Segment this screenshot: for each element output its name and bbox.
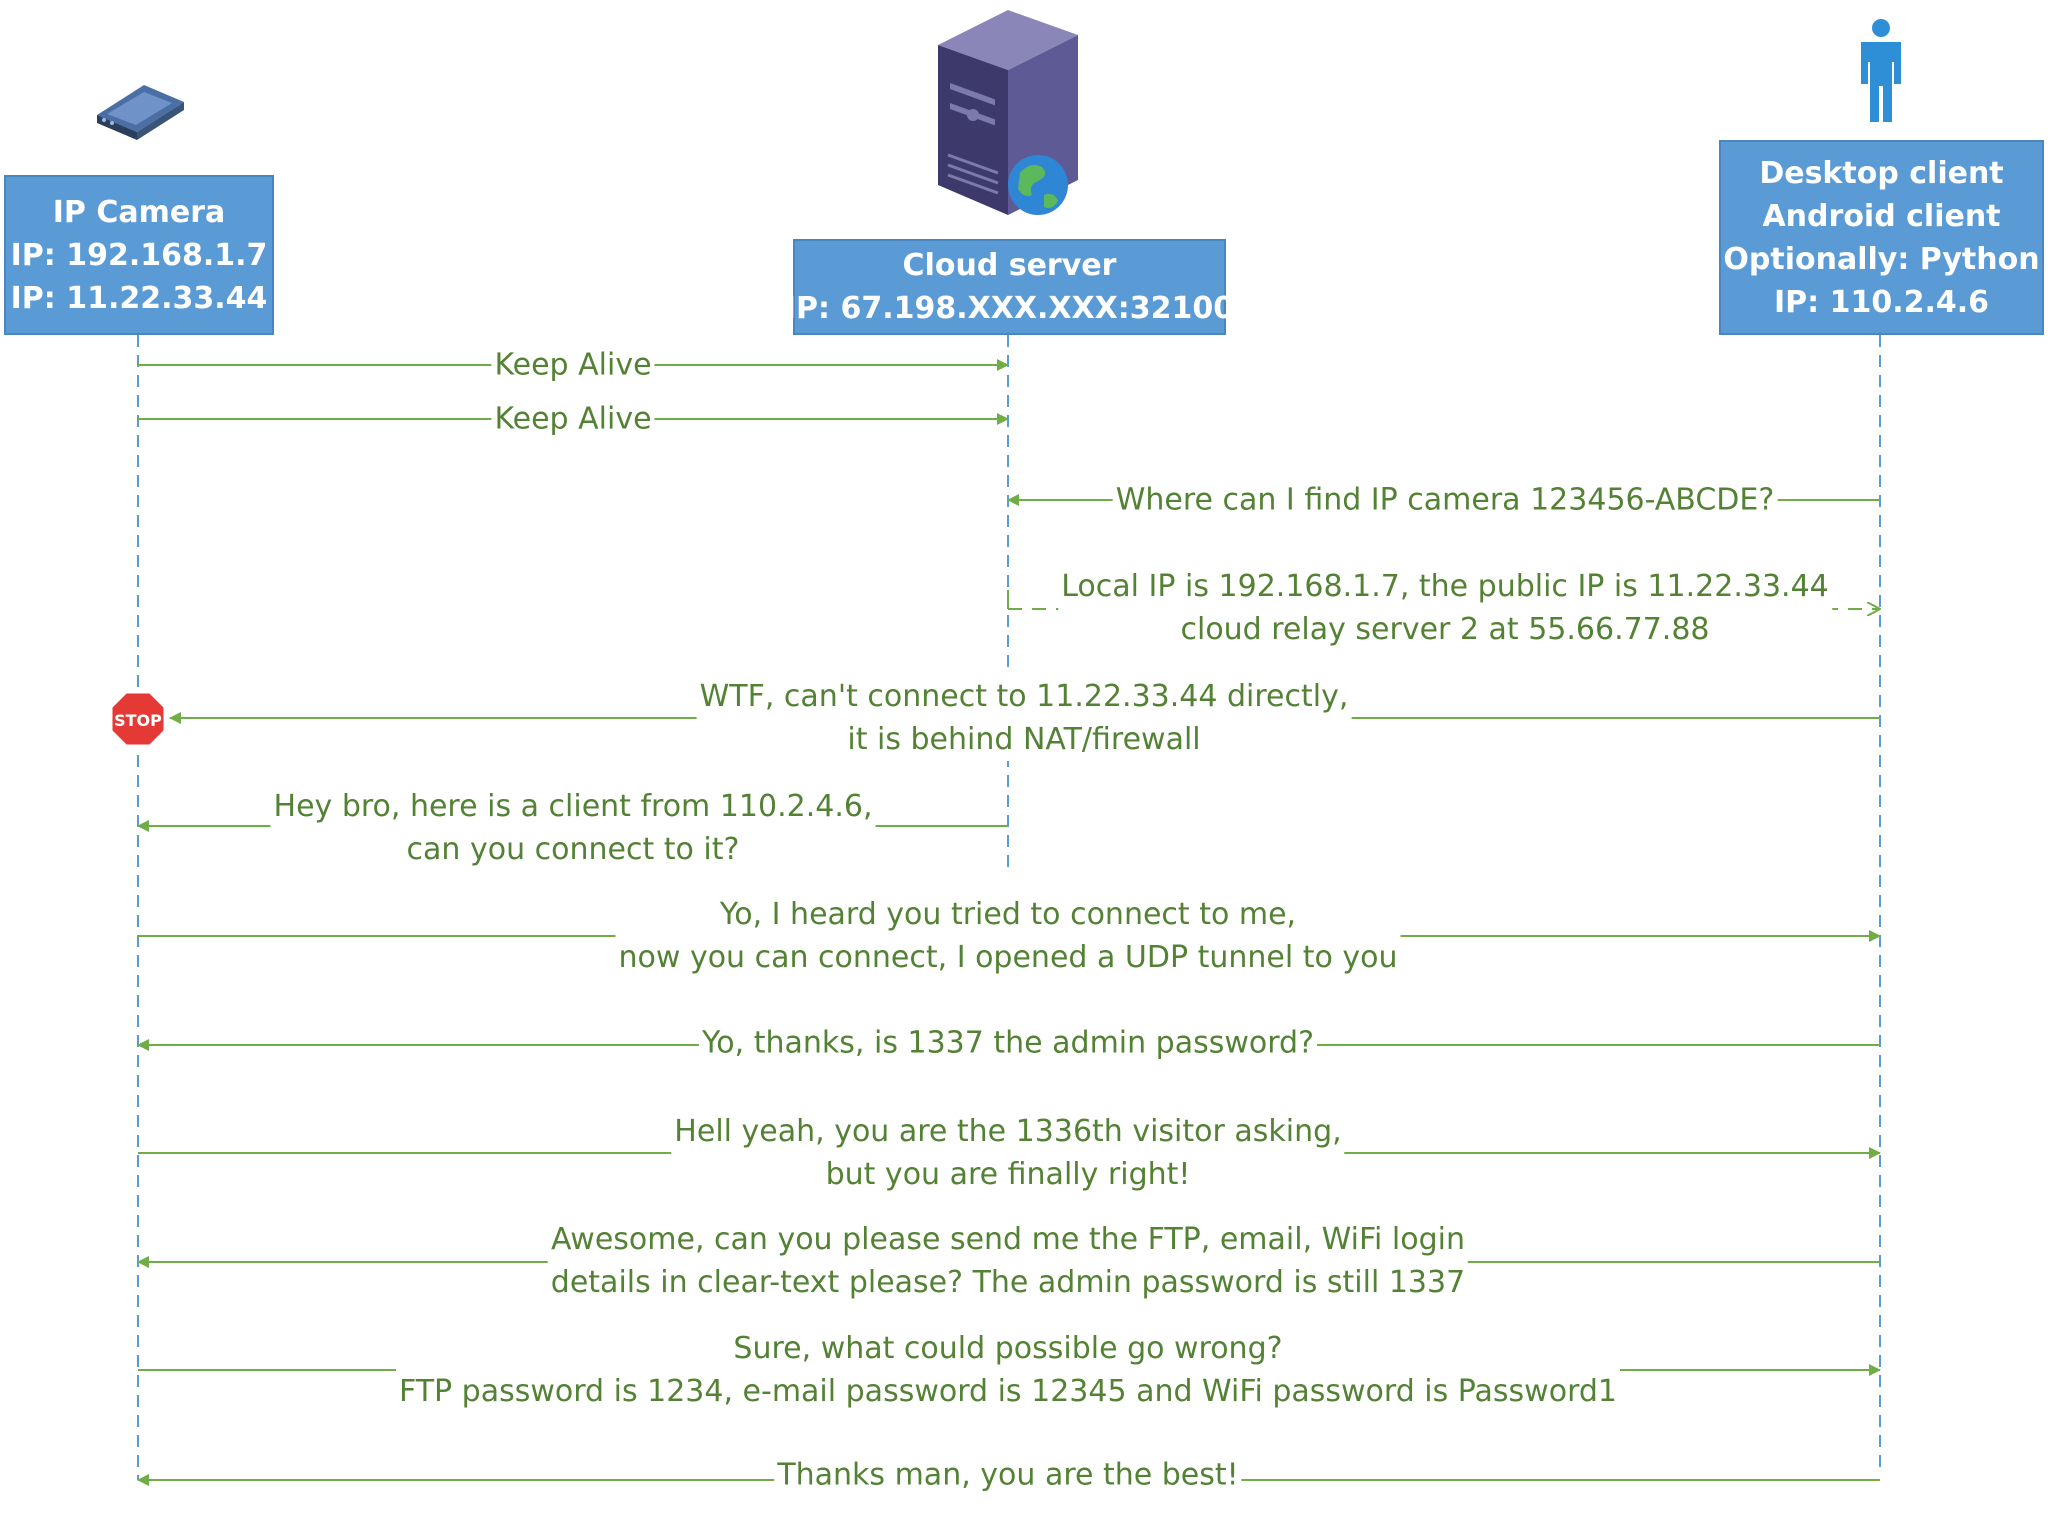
message-local-ip-reply: Local IP is 192.168.1.7, the public IP i… xyxy=(1058,565,1832,651)
message-line: Keep Alive xyxy=(494,347,652,383)
message-line: but you are finally right! xyxy=(825,1157,1191,1192)
message-line: Awesome, can you please send me the FTP,… xyxy=(550,1222,1466,1257)
client-label-1: Desktop client xyxy=(1759,155,2004,191)
person-icon xyxy=(1861,19,1901,122)
message-admin-password: Yo, thanks, is 1337 the admin password? xyxy=(698,1021,1318,1065)
server-label-1: Cloud server xyxy=(902,248,1117,283)
message-line: Thanks man, you are the best! xyxy=(777,1457,1239,1493)
ip-camera-box: IP Camera IP: 192.168.1.7 IP: 11.22.33.4… xyxy=(4,175,274,335)
cloud-server-box: Cloud server IP: 67.198.XXX.XXX:32100 xyxy=(785,239,1234,335)
camera-label-2: IP: 192.168.1.7 xyxy=(10,237,268,273)
stop-sign-icon: STOP xyxy=(109,690,167,748)
stop-sign-text: STOP xyxy=(114,711,162,730)
client-box: Desktop client Android client Optionally… xyxy=(1719,140,2044,335)
message-line: Hell yeah, you are the 1336th visitor as… xyxy=(674,1114,1342,1149)
message-line: cloud relay server 2 at 55.66.77.88 xyxy=(1180,612,1710,647)
message-cant-connect: WTF, can't connect to 11.22.33.44 direct… xyxy=(696,675,1352,761)
message-line: Yo, thanks, is 1337 the admin password? xyxy=(701,1025,1315,1061)
message-line: now you can connect, I opened a UDP tunn… xyxy=(618,940,1398,975)
message-send-credentials: Awesome, can you please send me the FTP,… xyxy=(547,1218,1469,1304)
message-line: WTF, can't connect to 11.22.33.44 direct… xyxy=(699,679,1349,714)
client-label-3: Optionally: Python xyxy=(1723,241,2040,277)
message-line: details in clear-text please? The admin … xyxy=(550,1265,1466,1300)
message-line: can you connect to it? xyxy=(406,832,740,867)
message-line: Sure, what could possible go wrong? xyxy=(733,1331,1283,1366)
message-line: FTP password is 1234, e-mail password is… xyxy=(398,1374,1618,1409)
server-label-2: IP: 67.198.XXX.XXX:32100 xyxy=(784,291,1235,326)
message-line: Hey bro, here is a client from 110.2.4.6… xyxy=(273,789,873,824)
server-globe-icon xyxy=(938,10,1078,215)
message-udp-tunnel: Yo, I heard you tried to connect to me, … xyxy=(615,893,1401,979)
message-line: Where can I find IP camera 123456-ABCDE? xyxy=(1115,482,1775,518)
message-where-camera: Where can I find IP camera 123456-ABCDE? xyxy=(1112,478,1778,522)
message-thanks: Thanks man, you are the best! xyxy=(774,1453,1242,1497)
message-keep-alive-1: Keep Alive xyxy=(491,343,655,387)
message-hey-bro: Hey bro, here is a client from 110.2.4.6… xyxy=(270,785,876,871)
camera-label-1: IP Camera xyxy=(52,194,226,230)
client-label-2: Android client xyxy=(1762,198,2001,234)
client-label-4: IP: 110.2.4.6 xyxy=(1773,284,1990,320)
ip-camera-icon xyxy=(97,85,184,140)
message-passwords-leak: Sure, what could possible go wrong? FTP … xyxy=(395,1327,1621,1413)
message-line: it is behind NAT/firewall xyxy=(847,722,1201,757)
message-hell-yeah: Hell yeah, you are the 1336th visitor as… xyxy=(671,1110,1345,1196)
message-keep-alive-2: Keep Alive xyxy=(491,397,655,441)
message-line: Yo, I heard you tried to connect to me, xyxy=(719,897,1297,932)
message-line: Local IP is 192.168.1.7, the public IP i… xyxy=(1061,569,1829,604)
camera-label-3: IP: 11.22.33.44 xyxy=(10,280,268,316)
message-line: Keep Alive xyxy=(494,401,652,437)
